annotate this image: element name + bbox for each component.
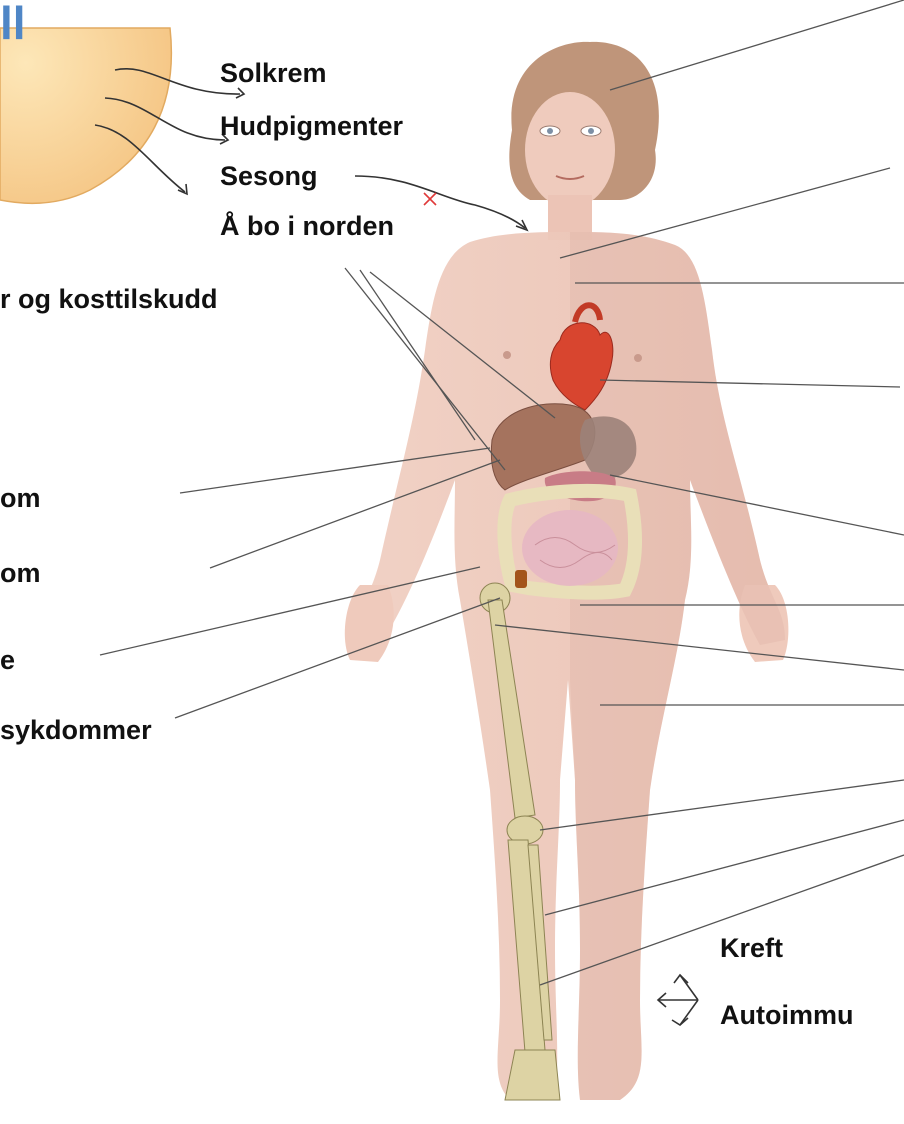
- label-food-supplements: r og kosttilskudd: [0, 286, 218, 313]
- corner-fragment: ll: [0, 0, 26, 46]
- sun-shape: [0, 28, 171, 203]
- head: [525, 92, 615, 208]
- branch-arrows: [658, 975, 698, 1025]
- label-disease-2: om: [0, 560, 41, 587]
- label-autoimmune: Autoimmu: [720, 1002, 853, 1029]
- label-sunscreen: Solkrem: [220, 60, 327, 87]
- label-disease-1: om: [0, 485, 41, 512]
- foot: [505, 1050, 560, 1100]
- label-disease-3: e: [0, 647, 15, 674]
- label-cancer: Kreft: [720, 935, 783, 962]
- label-season: Sesong: [220, 163, 318, 190]
- appendix: [515, 570, 527, 588]
- label-living-north: Å bo i norden: [220, 213, 394, 240]
- label-diseases: sykdommer: [0, 717, 152, 744]
- small-intestine: [522, 510, 618, 586]
- label-skin-pigment: Hudpigmenter: [220, 113, 403, 140]
- block-marker: [424, 193, 436, 205]
